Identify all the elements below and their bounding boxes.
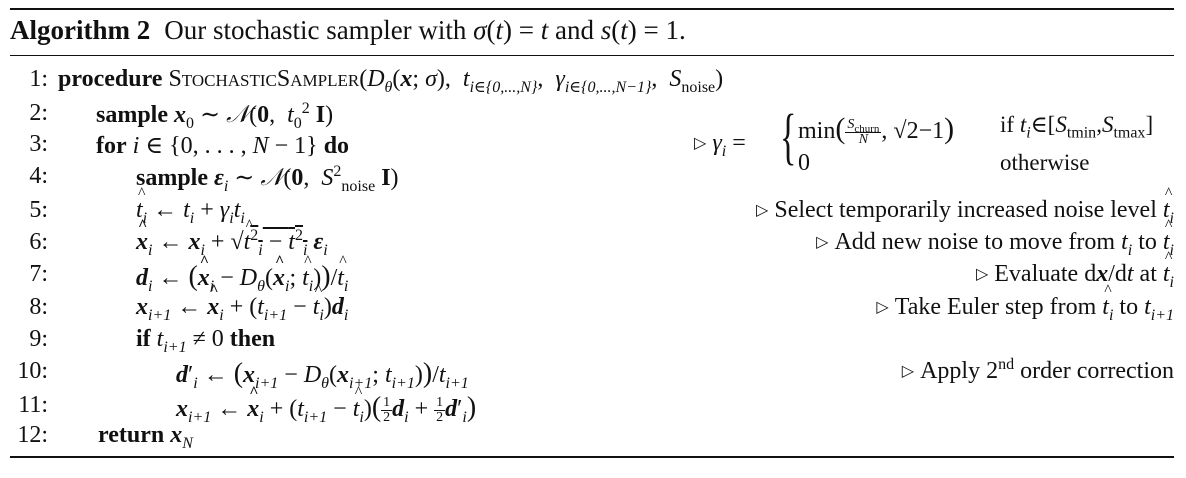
line-number: 8 xyxy=(10,294,48,321)
line-comment: ▷Select temporarily increased noise leve… xyxy=(756,185,1174,226)
line-number: 6 xyxy=(10,229,48,256)
line-code: if ti+1 ≠ 0 then xyxy=(136,326,276,356)
header-rule xyxy=(10,55,1174,56)
line-number: 12 xyxy=(10,422,48,449)
line-5: 5 ti ← ti + γiti ▷Select temporarily inc… xyxy=(0,185,1186,227)
line-9: 9 if ti+1 ≠ 0 then xyxy=(0,326,1186,356)
bottom-rule xyxy=(10,456,1174,458)
line-comment: ▷Apply 2nd order correction xyxy=(901,356,1174,385)
line-8: 8 xi+1 ← xi + (ti+1 − ti)di ▷Take Euler … xyxy=(0,282,1186,324)
line-code: for i ∈ {0, . . . , N − 1} do xyxy=(96,133,350,159)
line-6: 6 xi ← xi + √t2i − t2i εi ▷Add new noise… xyxy=(0,217,1186,259)
line-number: 11 xyxy=(10,392,48,419)
line-2: 2 sample x0 ∼ 𝒩(0, t02 I) xyxy=(0,100,1186,132)
line-number: 9 xyxy=(10,326,48,353)
line-comment: ▷Take Euler step from ti to ti+1 xyxy=(876,282,1174,323)
line-code: sample x0 ∼ 𝒩(0, t02 I) xyxy=(96,100,334,132)
case-2-cond: otherwise xyxy=(1000,150,1090,175)
line-10: 10 d′i ← (xi+1 − Dθ(xi+1; ti+1))/ti+1 ▷A… xyxy=(0,356,1186,392)
line-number: 2 xyxy=(10,100,48,127)
line-number: 10 xyxy=(10,358,48,385)
line-comment: ▷Evaluate dx/dt at ti xyxy=(976,249,1174,290)
line-1: 1 procedure StochasticSampler(Dθ(x; σ), … xyxy=(0,66,1186,96)
line-comment: ▷Add new noise to move from ti to ti xyxy=(816,217,1174,258)
case-1-cond: if ti∈[Stmin,Stmax] xyxy=(1000,112,1154,142)
line-number: 5 xyxy=(10,197,48,224)
line-code: d′i ← (xi+1 − Dθ(xi+1; ti+1))/ti+1 xyxy=(176,358,469,392)
top-rule xyxy=(10,8,1174,10)
case-2-expr: 0 xyxy=(798,150,810,176)
line-4: 4 sample εi ∼ 𝒩(0, S2noise I) xyxy=(0,163,1186,195)
line-7: 7 di ← (xi − Dθ(xi; ti))/ti ▷Evaluate dx… xyxy=(0,249,1186,294)
caption-text: Our stochastic sampler with σ(t) = t and… xyxy=(164,15,686,45)
gamma-comment-lhs: ▷γi = xyxy=(694,130,746,160)
line-number: 7 xyxy=(10,261,48,288)
line-12: 12 return xN xyxy=(0,422,1186,452)
line-code: return xN xyxy=(98,422,193,452)
line-code: procedure StochasticSampler(Dθ(x; σ), ti… xyxy=(58,66,724,96)
algorithm-caption: Algorithm 2 Our stochastic sampler with σ… xyxy=(10,15,686,46)
line-code: xi+1 ← xi + (ti+1 − ti)di xyxy=(136,282,348,323)
line-number: 4 xyxy=(10,163,48,190)
left-brace: { xyxy=(780,103,797,171)
line-code: sample εi ∼ 𝒩(0, S2noise I) xyxy=(136,163,399,195)
line-3: 3 for i ∈ {0, . . . , N − 1} do xyxy=(0,131,1186,161)
algorithm-label: Algorithm 2 xyxy=(10,15,151,45)
line-code: ti ← ti + γiti xyxy=(136,185,245,226)
line-code: xi ← xi + √t2i − t2i εi xyxy=(136,217,328,258)
line-number: 3 xyxy=(10,131,48,158)
line-number: 1 xyxy=(10,66,48,93)
line-code: di ← (xi − Dθ(xi; ti))/ti xyxy=(136,253,348,294)
